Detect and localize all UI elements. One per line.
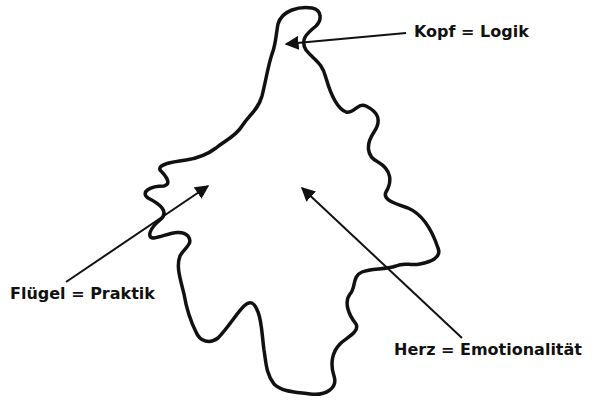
arrow-wing-pointer (66, 186, 208, 282)
callout-label: Kopf = Logik (412, 22, 531, 41)
callout-label: Herz = Emotionalität (392, 340, 584, 359)
figure-outline (145, 8, 439, 395)
arrow-head-pointer (286, 33, 406, 44)
callout-label: Flügel = Praktik (8, 284, 157, 303)
arrow-heart-pointer (302, 188, 462, 338)
